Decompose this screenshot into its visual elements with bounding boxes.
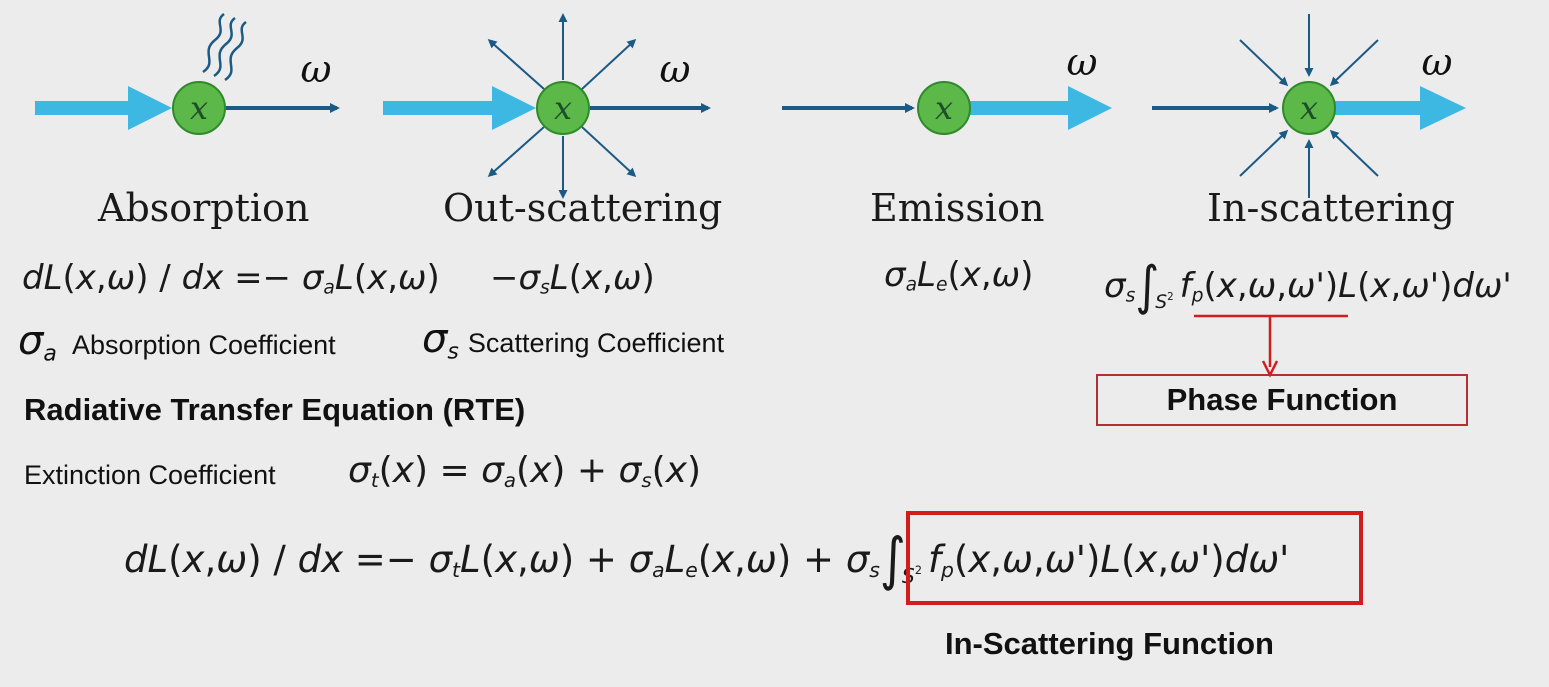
point-node: [1282, 81, 1336, 135]
absorption-title: Absorption: [98, 186, 310, 230]
in-scattering-panel: x ω: [1152, 14, 1466, 198]
scattering-coefficient-legend: σs Scattering Coefficient: [422, 316, 724, 365]
rte-equation: dL(x,ω) / dx =− σtL(x,ω) + σaLe(x,ω) + σ…: [124, 525, 1290, 593]
sigma-a-symbol: σa: [18, 318, 57, 367]
direction-symbol: ω: [1067, 40, 1098, 84]
point-symbol: x: [1300, 89, 1318, 127]
extinction-equation: σt(x) = σa(x) + σs(x): [348, 450, 702, 492]
absorption-coefficient-label: Absorption Coefficient: [71, 330, 336, 360]
sigma-s-symbol: σs: [422, 316, 459, 365]
absorption-panel: x ω: [35, 12, 340, 135]
incoming-thick-arrow: [383, 86, 536, 130]
in-scattering-function-label: In-Scattering Function: [945, 626, 1274, 661]
extinction-coefficient-label: Extinction Coefficient: [24, 460, 276, 490]
phase-function-pointer: [1194, 314, 1348, 378]
direction-symbol: ω: [1422, 40, 1453, 84]
absorption-coefficient-legend: σa Absorption Coefficient: [18, 318, 336, 367]
direction-symbol: ω: [301, 47, 332, 91]
outgoing-thick-arrow: [1330, 86, 1466, 130]
point-symbol: x: [554, 89, 572, 127]
rte-heading: Radiative Transfer Equation (RTE): [24, 392, 526, 427]
incoming-thick-arrow: [35, 86, 172, 130]
heat-wave-icon: [202, 12, 247, 82]
in-scattering-title: In-scattering: [1207, 186, 1455, 230]
absorption-equation: dL(x,ω) / dx =− σaL(x,ω): [22, 258, 440, 299]
scatter-in-arrows: [1239, 14, 1379, 198]
phase-function-box: Phase Function: [1096, 374, 1468, 426]
phase-function-label: Phase Function: [1166, 382, 1398, 417]
point-node: [536, 81, 590, 135]
point-node: [172, 81, 226, 135]
point-node: [917, 81, 971, 135]
in-scattering-function-highlight: [906, 511, 1363, 605]
outgoing-thick-arrow: [966, 86, 1112, 130]
out-scattering-panel: x ω: [383, 13, 711, 199]
scattering-coefficient-label: Scattering Coefficient: [467, 328, 725, 358]
emission-panel: x ω: [782, 40, 1112, 135]
out-scattering-equation: −σsL(x,ω): [490, 258, 655, 299]
rte-process-diagram: x ω x ω x ω: [35, 12, 1466, 199]
emission-title: Emission: [870, 186, 1045, 230]
emission-equation: σaLe(x,ω): [884, 255, 1034, 296]
direction-symbol: ω: [660, 47, 691, 91]
point-symbol: x: [190, 89, 208, 127]
absorption-equation-render: dL(x,ω) / dx =− σaL(x,ω): [22, 258, 440, 299]
scatter-out-arrows: [487, 13, 637, 199]
out-scattering-title: Out-scattering: [443, 186, 723, 230]
point-symbol: x: [935, 89, 953, 127]
